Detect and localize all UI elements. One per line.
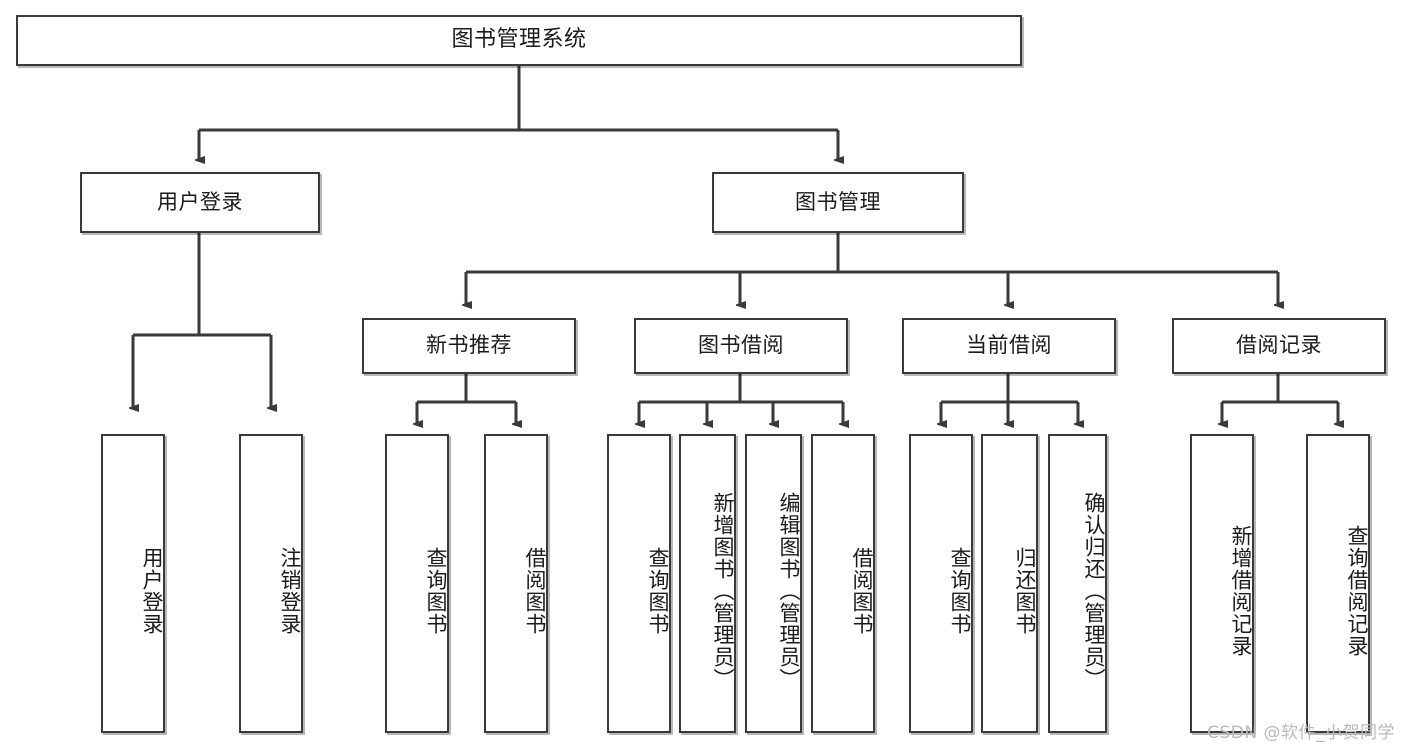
node-current-borrow[interactable]: 当前借阅 xyxy=(902,318,1116,374)
leaf-label: 编辑图书（管理员） xyxy=(777,491,801,690)
leaf-label: 借阅图书 xyxy=(850,546,874,635)
node-user-login[interactable]: 用户登录 xyxy=(80,172,320,233)
leaf-user-login-login[interactable]: 用户登录 xyxy=(101,434,165,733)
leaf-user-login-logout[interactable]: 注销登录 xyxy=(239,434,303,733)
node-borrow-records[interactable]: 借阅记录 xyxy=(1172,318,1386,374)
leaf-label: 查询借阅记录 xyxy=(1345,524,1369,657)
leaf-label: 借阅图书 xyxy=(523,546,547,635)
leaf-book-borrow-add-book-admin[interactable]: 新增图书（管理员） xyxy=(679,434,736,733)
leaf-book-borrow-borrow-book[interactable]: 借阅图书 xyxy=(811,434,875,733)
node-new-book-recommend[interactable]: 新书推荐 xyxy=(362,318,576,374)
leaf-current-borrow-return-book[interactable]: 归还图书 xyxy=(981,434,1038,733)
node-root-system[interactable]: 图书管理系统 xyxy=(16,15,1022,66)
leaf-new-book-borrow-book[interactable]: 借阅图书 xyxy=(484,434,548,733)
leaf-borrow-records-add-record[interactable]: 新增借阅记录 xyxy=(1190,434,1254,733)
leaf-current-borrow-confirm-return-admin[interactable]: 确认归还（管理员） xyxy=(1048,434,1107,733)
leaf-label: 新增图书（管理员） xyxy=(711,491,735,690)
leaf-label: 查询图书 xyxy=(646,546,670,635)
leaf-label: 用户登录 xyxy=(140,546,164,635)
leaf-borrow-records-query-record[interactable]: 查询借阅记录 xyxy=(1306,434,1370,733)
leaf-label: 查询图书 xyxy=(948,546,972,635)
leaf-book-borrow-query-book[interactable]: 查询图书 xyxy=(607,434,671,733)
leaf-label: 新增借阅记录 xyxy=(1229,524,1253,657)
node-book-management[interactable]: 图书管理 xyxy=(712,172,964,233)
leaf-current-borrow-query-book[interactable]: 查询图书 xyxy=(909,434,973,733)
watermark-text: CSDN @软件_小贺同学 xyxy=(1207,723,1395,743)
leaf-label: 归还图书 xyxy=(1013,546,1037,635)
leaf-new-book-query-book[interactable]: 查询图书 xyxy=(385,434,449,733)
leaf-book-borrow-edit-book-admin[interactable]: 编辑图书（管理员） xyxy=(745,434,802,733)
leaf-label: 查询图书 xyxy=(424,546,448,635)
leaf-label: 注销登录 xyxy=(278,546,302,635)
node-book-borrow[interactable]: 图书借阅 xyxy=(634,318,848,374)
leaf-label: 确认归还（管理员） xyxy=(1082,491,1106,690)
